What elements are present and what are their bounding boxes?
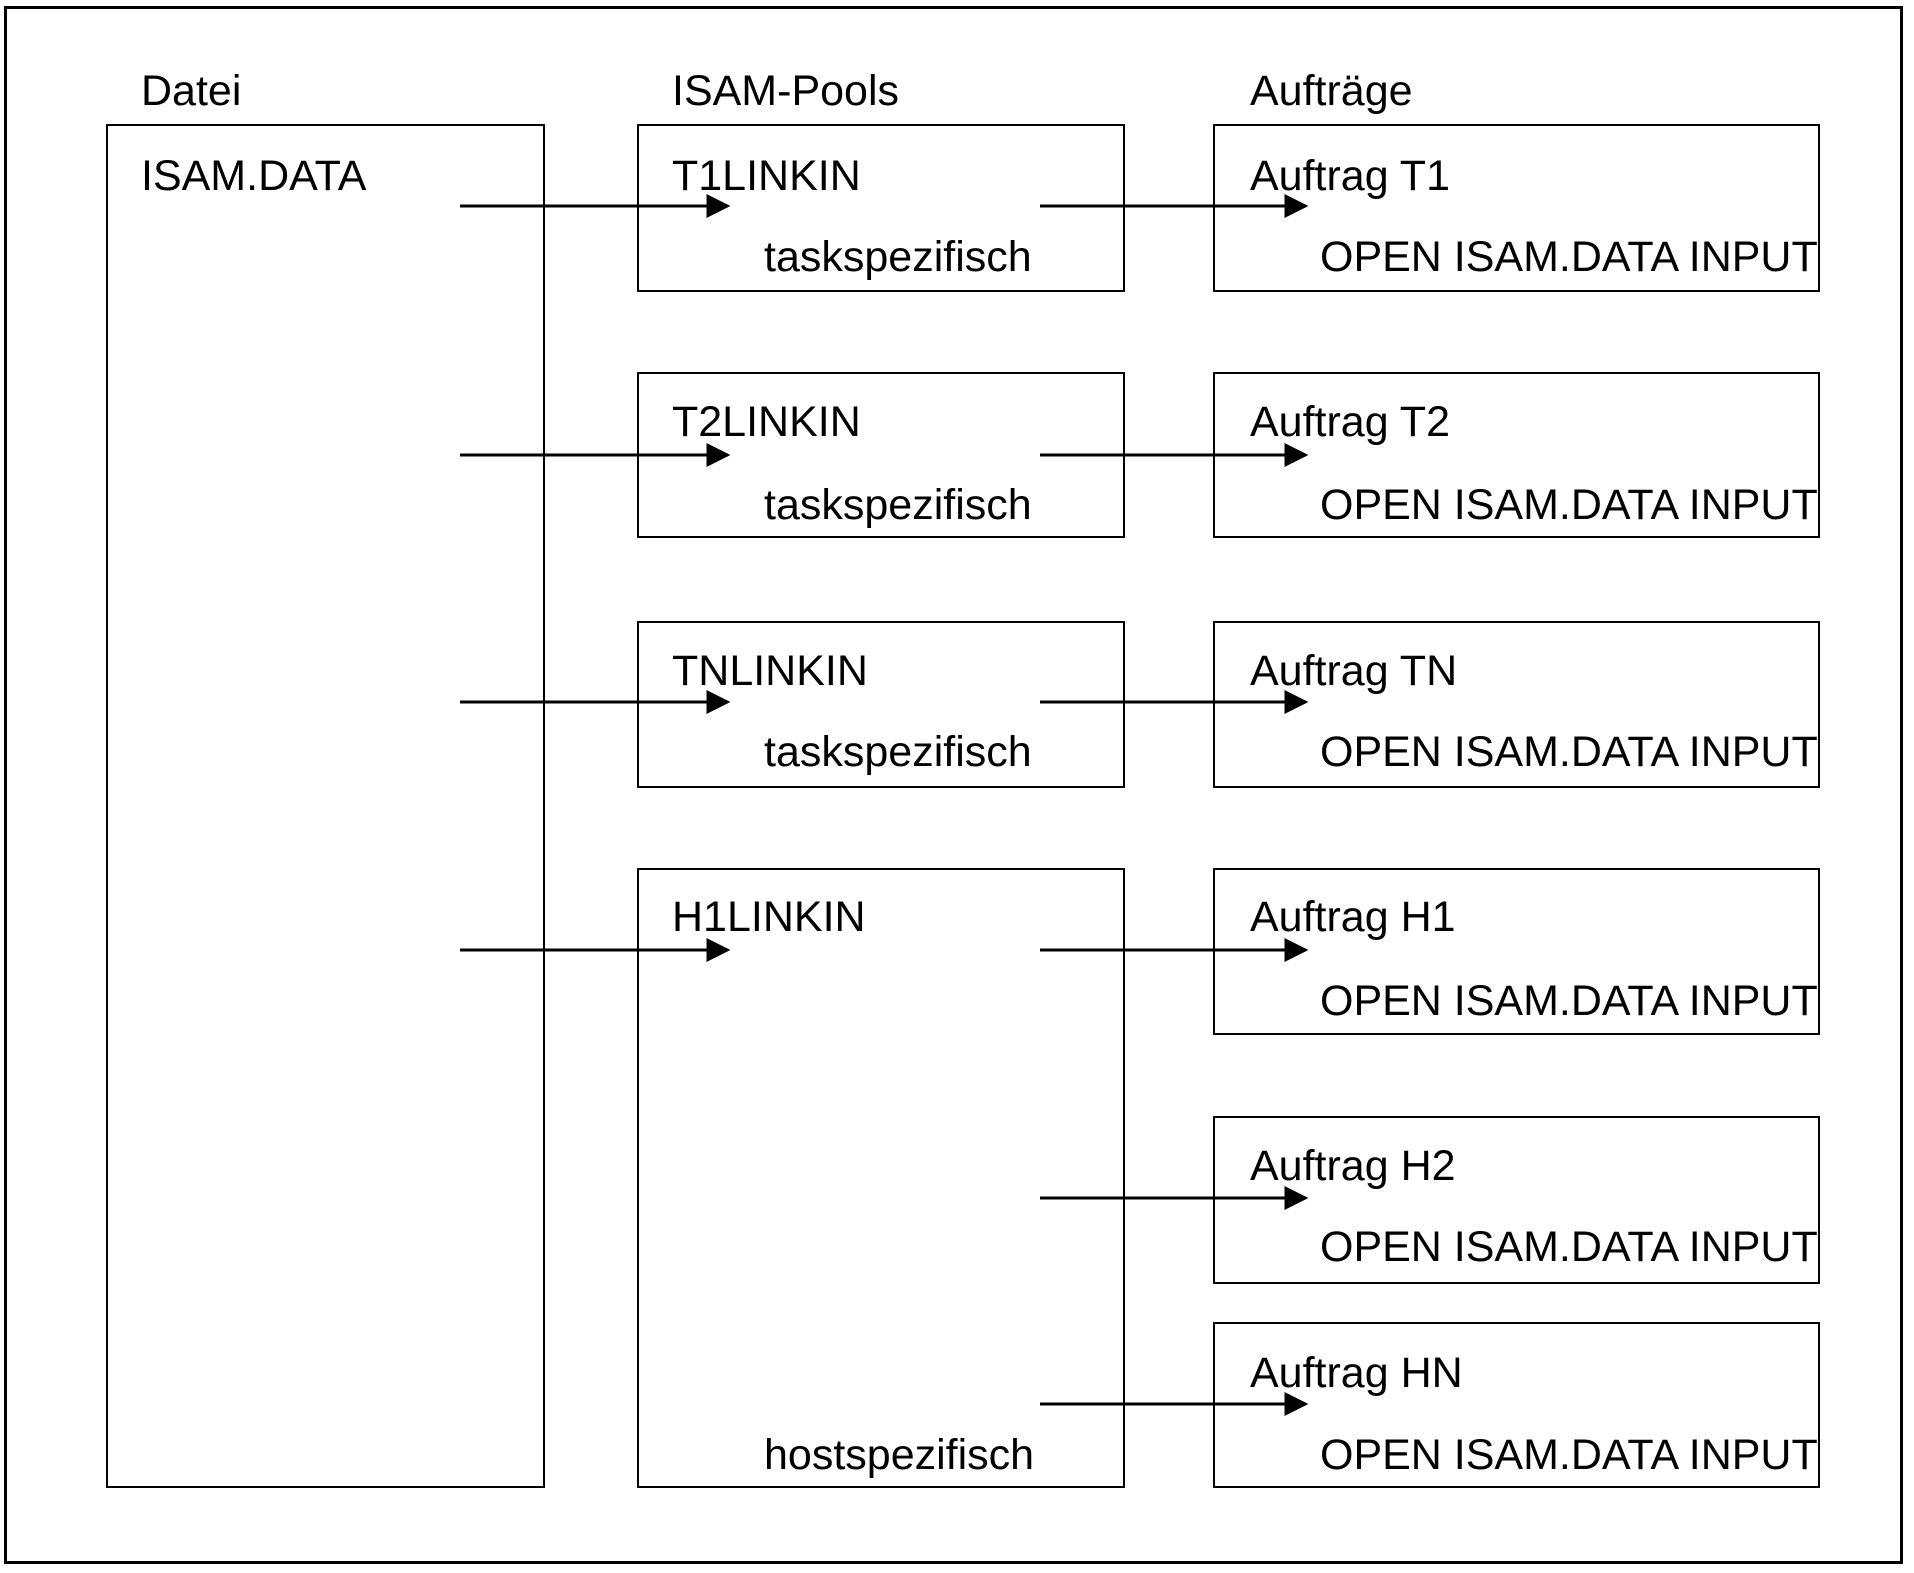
job-command: OPEN ISAM.DATA INPUT — [1320, 233, 1818, 281]
job-command: OPEN ISAM.DATA INPUT — [1320, 1223, 1818, 1271]
file-name: ISAM.DATA — [141, 152, 367, 200]
pool-scope: taskspezifisch — [764, 728, 1032, 776]
pool-box-h1 — [637, 868, 1125, 1488]
job-command: OPEN ISAM.DATA INPUT — [1320, 977, 1818, 1025]
job-name: Auftrag H1 — [1250, 893, 1456, 941]
header-jobs: Aufträge — [1250, 67, 1413, 115]
job-name: Auftrag HN — [1250, 1349, 1463, 1397]
job-box-t1 — [1213, 124, 1820, 292]
job-command: OPEN ISAM.DATA INPUT — [1320, 1431, 1818, 1479]
pool-name: T2LINKIN — [672, 398, 861, 446]
job-name: Auftrag TN — [1250, 647, 1458, 695]
pool-name: TNLINKIN — [672, 647, 868, 695]
file-box — [106, 124, 545, 1488]
pool-scope: taskspezifisch — [764, 481, 1032, 529]
pool-box-tn — [637, 621, 1125, 788]
pool-scope: hostspezifisch — [764, 1431, 1035, 1479]
header-file: Datei — [141, 67, 242, 115]
job-name: Auftrag T2 — [1250, 398, 1450, 446]
pool-name: T1LINKIN — [672, 152, 861, 200]
pool-scope: taskspezifisch — [764, 233, 1032, 281]
pool-box-t1 — [637, 124, 1125, 292]
job-box-h1 — [1213, 868, 1820, 1035]
job-command: OPEN ISAM.DATA INPUT — [1320, 481, 1818, 529]
diagram-frame — [4, 6, 1903, 1564]
header-pools: ISAM-Pools — [672, 67, 900, 115]
pool-name: H1LINKIN — [672, 893, 866, 941]
job-name: Auftrag H2 — [1250, 1142, 1456, 1190]
job-command: OPEN ISAM.DATA INPUT — [1320, 728, 1818, 776]
job-box-h2 — [1213, 1116, 1820, 1284]
job-box-tn — [1213, 621, 1820, 788]
job-name: Auftrag T1 — [1250, 152, 1450, 200]
